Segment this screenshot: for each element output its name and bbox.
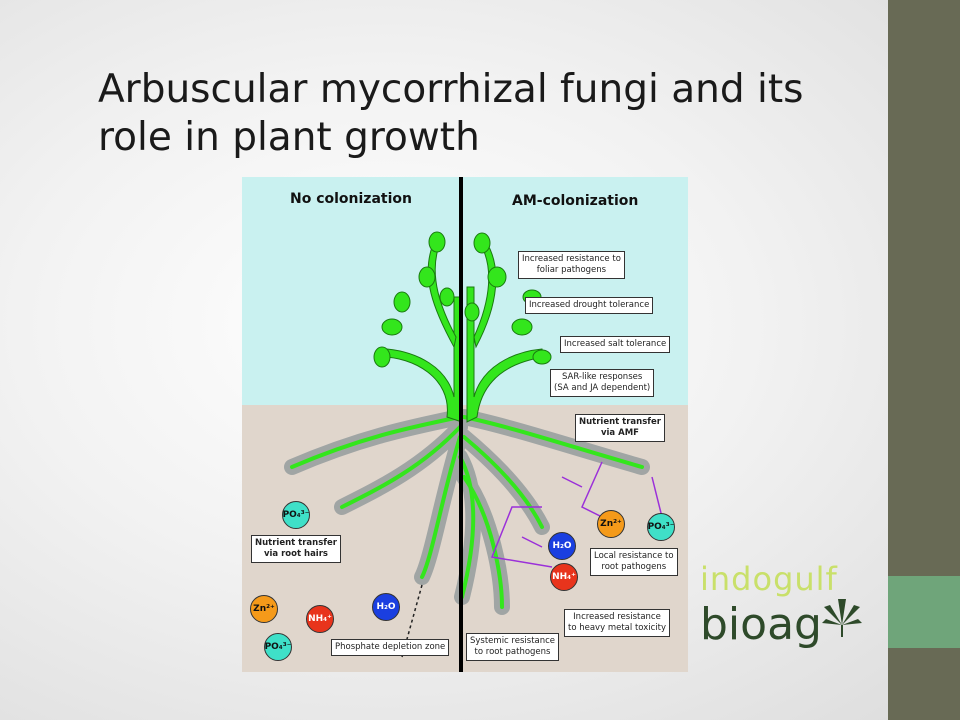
sidebar-accent: [888, 576, 960, 648]
no-colonization-header: No colonization: [290, 191, 412, 207]
label-drought-tolerance: Increased drought tolerance: [525, 297, 654, 314]
ion-po4: PO₄³⁻: [282, 501, 310, 529]
label-sar-responses: SAR-like responses (SA and JA dependent): [550, 369, 655, 397]
plant-illustration: [284, 177, 663, 672]
ion-h2o: H₂O: [548, 532, 576, 560]
ion-nh4: NH₄⁺: [306, 605, 334, 633]
label-local-resistance: Local resistance to root pathogens: [590, 548, 678, 576]
ion-h2o: H₂O: [372, 593, 400, 621]
label-nutrient-transfer-root-hairs: Nutrient transfer via root hairs: [251, 535, 341, 563]
label-heavy-metal-resistance: Increased resistance to heavy metal toxi…: [564, 609, 670, 637]
logo-line1: indogulf: [700, 560, 838, 598]
ion-nh4: NH₄⁺: [550, 563, 578, 591]
leaf-icon: [821, 599, 862, 637]
ion-po4: PO₄³⁻: [647, 513, 675, 541]
label-nutrient-transfer-amf: Nutrient transfer via AMF: [575, 414, 665, 442]
amf-diagram: No colonization AM-colonization Increase…: [242, 177, 688, 672]
ion-po4: PO₄³⁻: [264, 633, 292, 661]
label-foliar-pathogens: Increased resistance to foliar pathogens: [518, 251, 625, 279]
label-salt-tolerance: Increased salt tolerance: [560, 336, 671, 353]
am-colonization-header: AM-colonization: [512, 193, 639, 209]
logo-line2-text: bioag: [700, 599, 822, 650]
ion-zn: Zn²⁺: [597, 510, 625, 538]
slide-title: Arbuscular mycorrhizal fungi and its rol…: [98, 67, 804, 160]
ion-zn: Zn²⁺: [250, 595, 278, 623]
logo-line2: bioag: [700, 595, 862, 647]
label-phosphate-depletion-zone: Phosphate depletion zone: [331, 639, 450, 656]
indogulf-bioag-logo: indogulf bioag: [700, 563, 862, 647]
label-systemic-resistance: Systemic resistance to root pathogens: [466, 633, 560, 661]
